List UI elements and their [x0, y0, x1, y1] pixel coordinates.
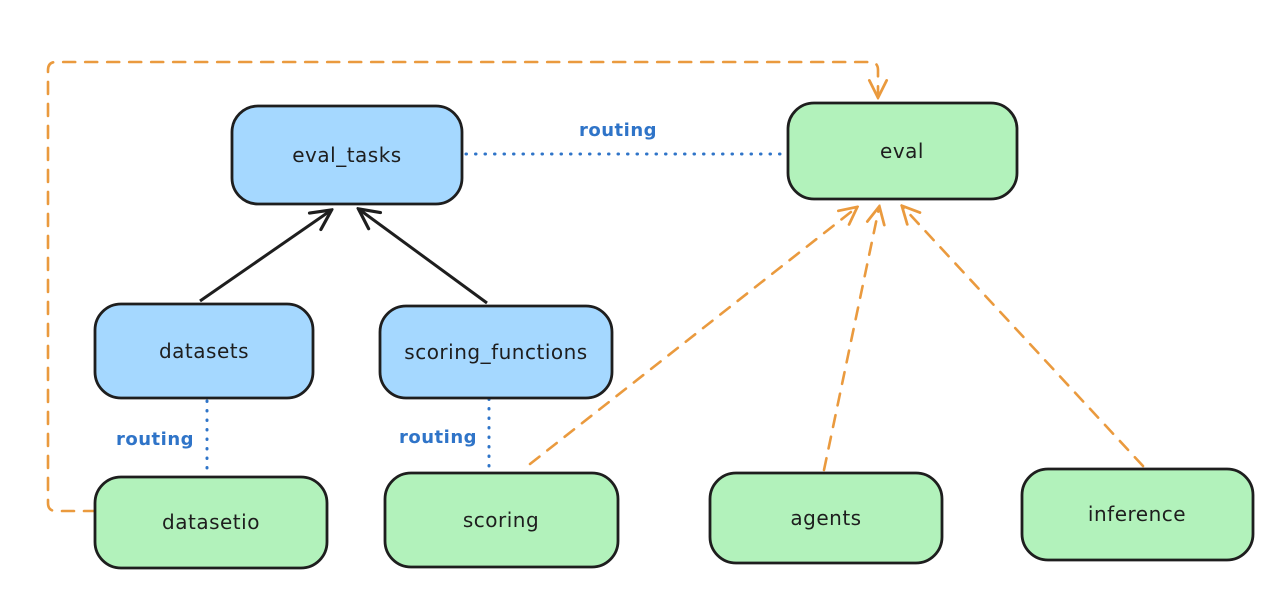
edge-datasets-to-eval-tasks: [199, 211, 330, 303]
node-eval-label: eval: [880, 139, 924, 163]
node-scoring-functions: scoring_functions: [378, 304, 614, 400]
node-scoring-box: [383, 471, 620, 569]
node-datasets: datasets: [93, 302, 315, 400]
node-datasets-label: datasets: [159, 339, 249, 363]
node-scoring-functions-label: scoring_functions: [404, 340, 587, 364]
node-eval: eval: [786, 101, 1019, 201]
node-datasetio-box: [93, 475, 329, 570]
edge-agents-to-eval: [822, 208, 879, 472]
node-inference: inference: [1020, 467, 1255, 562]
node-eval-tasks-box: [230, 104, 464, 206]
node-agents: agents: [708, 471, 944, 565]
edge-scoring-to-eval: [528, 208, 856, 466]
node-agents-box: [708, 471, 944, 565]
node-datasets-box: [93, 302, 315, 400]
node-eval-tasks-label: eval_tasks: [292, 143, 401, 167]
node-scoring-label: scoring: [463, 508, 539, 532]
node-agents-label: agents: [790, 506, 861, 530]
edge-datasetio-to-eval: [46, 60, 878, 513]
node-eval-box: [786, 101, 1019, 201]
routing-label-scoring-functions-scoring: routing: [399, 427, 477, 448]
edge-scoring-functions-to-eval-tasks: [360, 210, 488, 305]
node-datasetio-label: datasetio: [162, 510, 260, 534]
node-datasetio: datasetio: [93, 475, 329, 570]
node-scoring-functions-box: [378, 304, 614, 400]
node-inference-label: inference: [1088, 502, 1186, 526]
routing-label-eval-tasks-eval: routing: [579, 120, 657, 141]
node-scoring: scoring: [383, 471, 620, 569]
routing-label-datasets-datasetio: routing: [116, 429, 194, 450]
node-inference-box: [1020, 467, 1255, 562]
edge-inference-to-eval: [903, 207, 1145, 468]
node-eval-tasks: eval_tasks: [230, 104, 464, 206]
